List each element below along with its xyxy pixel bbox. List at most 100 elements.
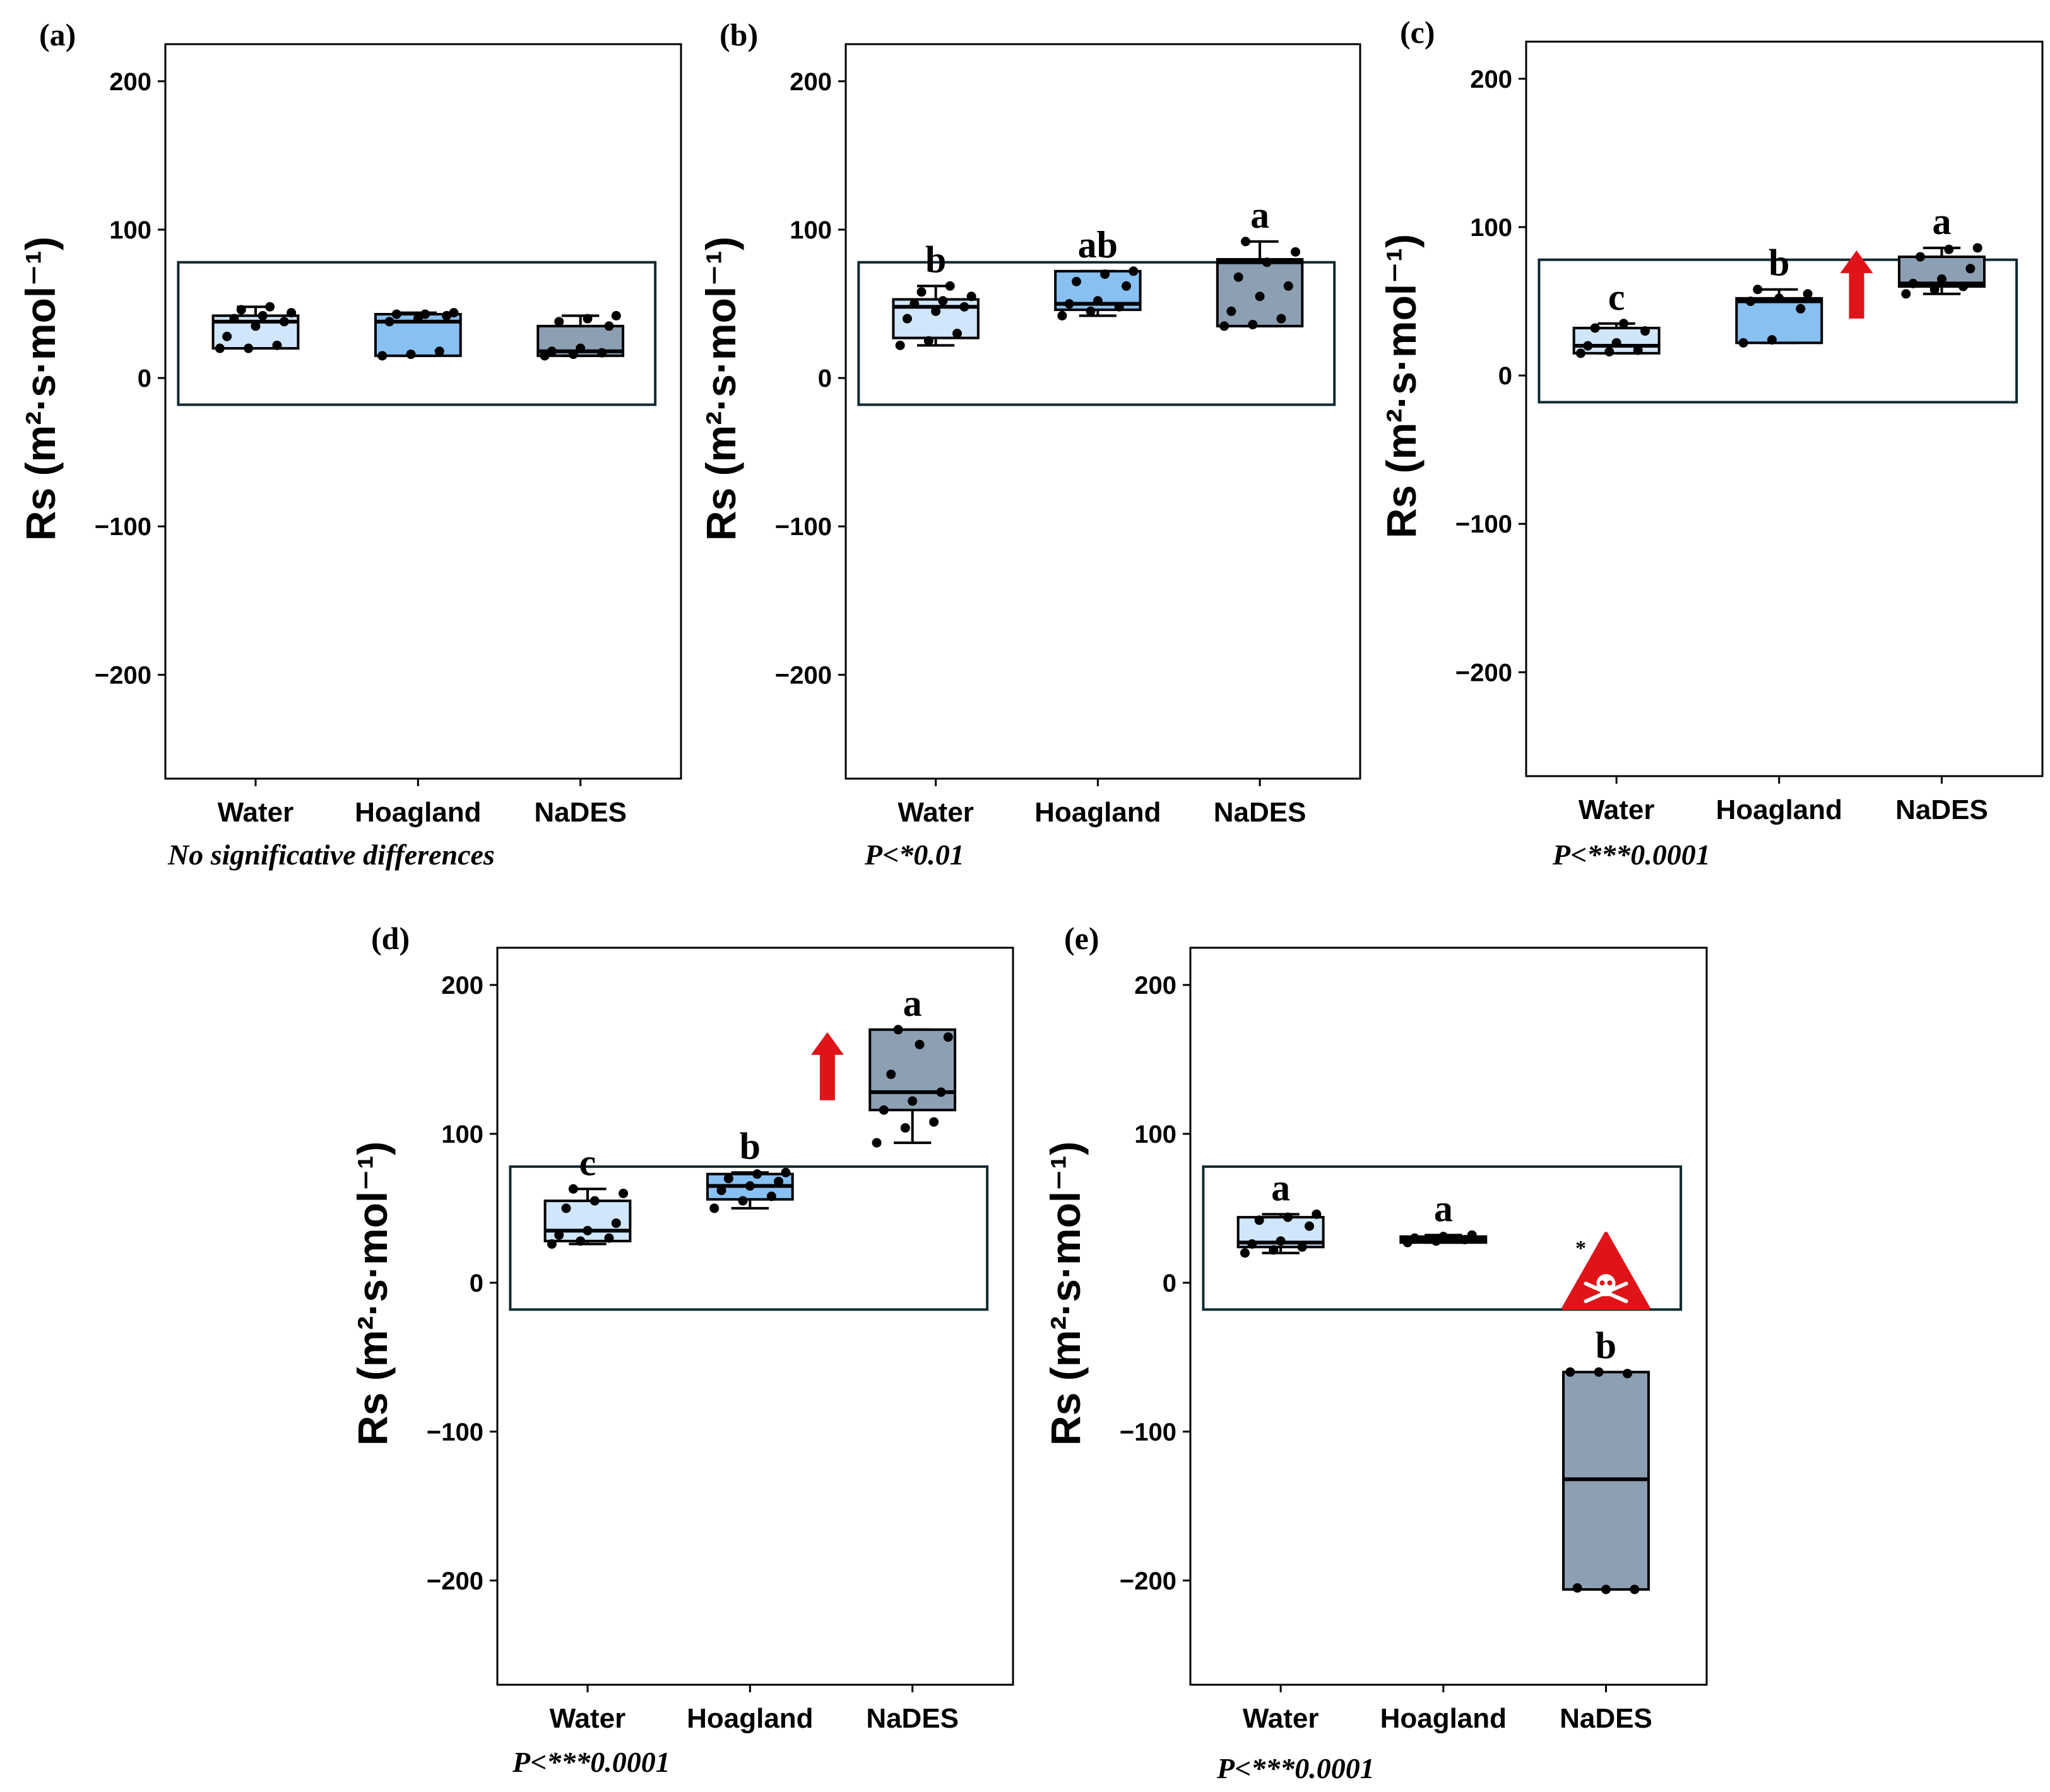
data-point [547,346,557,357]
data-point [215,343,225,353]
data-point [442,310,452,321]
data-point [1618,319,1628,329]
plot-frame [844,43,1361,780]
data-point [908,1096,918,1106]
data-point [554,1230,564,1240]
reference-range-box [1202,1165,1683,1311]
data-point [745,1181,755,1191]
data-point [1093,296,1103,306]
significance-letter: a [1932,201,1951,242]
data-point [1283,281,1293,291]
y-axis-label: Rs (m²·s·mol⁻¹) [697,237,744,541]
box-nades: a [1216,194,1304,331]
data-point [1623,1369,1633,1379]
data-point [434,346,444,357]
data-point [716,1186,726,1196]
data-point [611,1218,621,1229]
plot-frame [164,43,682,780]
toxic-asterisk: * [1575,1237,1586,1260]
data-point [929,1117,939,1127]
significance-letter: b [1769,242,1789,284]
data-point [959,302,969,312]
x-tick-label: NaDES [1214,797,1306,828]
data-point [895,340,905,350]
data-point [576,1236,586,1246]
y-tick-label: 0 [1498,362,1512,390]
data-point [568,1184,578,1194]
data-point [936,1087,946,1097]
x-tick-label: NaDES [1560,1703,1652,1734]
box-water: c [543,1141,632,1249]
x-tick-label: Hoagland [1380,1703,1507,1734]
y-tick-label: 100 [1470,214,1512,242]
data-point [902,314,912,324]
x-tick-label: Water [218,797,294,828]
y-tick-label: −100 [95,513,151,541]
data-point [611,310,621,321]
increase-arrow-icon [810,1032,844,1100]
x-tick-label: Hoagland [1034,797,1161,828]
data-point [1460,1234,1470,1244]
significance-letter: b [740,1125,761,1167]
x-tick-label: NaDES [866,1703,959,1734]
data-point [1276,1236,1286,1246]
y-tick-label: 100 [1134,1121,1176,1148]
data-point [1936,274,1946,284]
data-point [952,329,963,339]
skull-eye-left [1599,1280,1605,1286]
data-point [1057,310,1067,321]
data-point [1431,1236,1441,1246]
data-point [406,349,416,359]
data-point [886,1070,896,1080]
data-point [781,1167,791,1177]
data-point [1590,323,1600,333]
data-point [738,1196,748,1206]
significance-letter: b [925,239,946,280]
data-point [1467,1230,1477,1240]
data-point [1409,1233,1419,1243]
data-point [879,1105,889,1115]
data-point [1233,272,1243,282]
data-point [413,314,423,324]
data-point [931,306,941,316]
y-tick-label: −200 [1455,659,1512,687]
data-point [1929,285,1940,295]
data-point [1064,299,1074,309]
data-point [1915,252,1925,262]
y-tick-label: −100 [775,513,832,541]
data-point [1402,1237,1413,1247]
data-point [391,309,401,319]
y-tick-label: 0 [470,1270,483,1297]
data-point [943,1032,953,1042]
data-point [258,310,268,321]
y-tick-label: 200 [790,68,832,96]
x-tick-label: Hoagland [687,1703,813,1734]
data-point [752,1169,762,1179]
y-tick-label: 0 [138,365,151,392]
data-point [1247,1239,1257,1249]
data-point [590,1196,600,1206]
data-point [236,305,246,315]
x-tick-label: Water [1579,794,1655,825]
y-axis-label: Rs (m²·s·mol⁻¹) [349,1141,396,1446]
data-point [1291,247,1301,257]
data-point [597,348,607,358]
data-point [1071,276,1081,286]
data-point [966,292,976,302]
data-point [1255,292,1265,302]
plot-frame [496,946,1014,1686]
x-tick-label: NaDES [534,797,627,828]
data-point [287,308,297,318]
significance-letter: ab [1078,224,1118,266]
panel-label: (e) [1064,921,1099,956]
y-axis-label: Rs (m²·s·mol⁻¹) [1378,234,1425,538]
significance-footnote: P<***0.0001 [1216,1752,1375,1784]
reference-range-box [1538,258,2018,404]
data-point [1240,1248,1250,1258]
data-point [1129,266,1139,276]
y-tick-label: 200 [1134,972,1176,999]
data-point [1594,1367,1604,1377]
box-hoagland: ab [1054,224,1142,321]
data-point [723,1174,733,1184]
data-point [1803,289,1813,299]
